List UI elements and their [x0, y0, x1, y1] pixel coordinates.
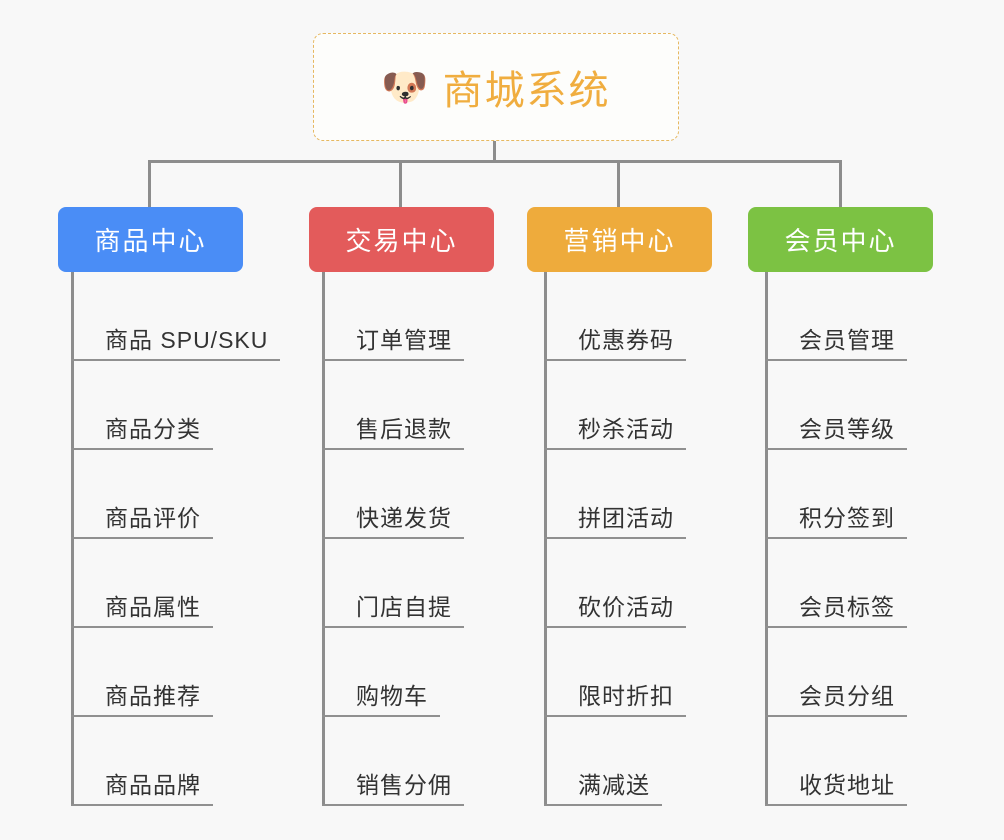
leaf-item[interactable]: 优惠券码 [544, 272, 686, 361]
leaf-item[interactable]: 秒杀活动 [544, 361, 686, 450]
leaf-item-underline [544, 448, 686, 450]
leaf-item[interactable]: 商品推荐 [71, 628, 213, 717]
leaf-item-label: 会员等级 [799, 416, 895, 442]
branch-label: 会员中心 [784, 226, 897, 256]
leaf-item-label: 商品 SPU/SKU [105, 327, 269, 353]
leaf-item-underline [322, 626, 464, 628]
leaf-item-label: 秒杀活动 [578, 416, 674, 442]
branch-node-marketing-center[interactable]: 营销中心 [527, 207, 712, 272]
leaf-item-label: 商品属性 [105, 594, 201, 620]
leaf-item[interactable]: 订单管理 [322, 272, 464, 361]
leaf-item-label: 限时折扣 [578, 683, 674, 709]
leaf-item-label: 拼团活动 [578, 505, 674, 531]
root-title: 商城系统 [442, 69, 611, 113]
leaf-item[interactable]: 商品属性 [71, 539, 213, 628]
leaf-item[interactable]: 收货地址 [765, 717, 907, 806]
column-spine [322, 272, 325, 806]
leaf-item-underline [71, 448, 213, 450]
branch-node-member-center[interactable]: 会员中心 [748, 207, 933, 272]
leaf-item[interactable]: 会员标签 [765, 539, 907, 628]
column-spine [765, 272, 768, 806]
leaf-item-underline [544, 626, 686, 628]
leaf-item-label: 会员标签 [799, 594, 895, 620]
leaf-item-underline [322, 715, 440, 717]
leaf-item-label: 订单管理 [356, 327, 452, 353]
connector-bus [148, 160, 842, 163]
root-node[interactable]: 🐶 商城系统 [313, 33, 679, 141]
leaf-item-underline [71, 715, 213, 717]
leaf-item-underline [765, 715, 907, 717]
leaf-item-label: 砍价活动 [578, 594, 674, 620]
leaf-item[interactable]: 售后退款 [322, 361, 464, 450]
leaf-item[interactable]: 限时折扣 [544, 628, 686, 717]
leaf-item-underline [322, 804, 464, 806]
branch-label: 营销中心 [563, 226, 676, 256]
leaf-item[interactable]: 积分签到 [765, 450, 907, 539]
leaf-item-label: 商品品牌 [105, 772, 201, 798]
leaf-item-label: 售后退款 [356, 416, 452, 442]
leaf-item[interactable]: 销售分佣 [322, 717, 464, 806]
leaf-item-underline [544, 537, 686, 539]
leaf-item-underline [544, 359, 686, 361]
connector-drop-1 [148, 160, 151, 207]
branch-label: 商品中心 [94, 226, 207, 256]
leaf-item-underline [765, 626, 907, 628]
column-spine [71, 272, 74, 806]
leaf-item[interactable]: 会员管理 [765, 272, 907, 361]
leaf-item-underline [765, 359, 907, 361]
leaf-item[interactable]: 满减送 [544, 717, 662, 806]
leaf-item[interactable]: 会员分组 [765, 628, 907, 717]
leaf-item[interactable]: 商品评价 [71, 450, 213, 539]
leaf-item-underline [765, 537, 907, 539]
leaf-item[interactable]: 拼团活动 [544, 450, 686, 539]
leaf-item-underline [71, 804, 213, 806]
leaf-item-label: 商品分类 [105, 416, 201, 442]
leaf-item-underline [544, 804, 662, 806]
connector-drop-2 [399, 160, 402, 207]
leaf-item-label: 会员管理 [799, 327, 895, 353]
leaf-item-label: 满减送 [578, 772, 650, 798]
leaf-item-underline [765, 804, 907, 806]
leaf-item-underline [322, 448, 464, 450]
leaf-item-label: 商品评价 [105, 505, 201, 531]
leaf-item[interactable]: 会员等级 [765, 361, 907, 450]
leaf-item[interactable]: 购物车 [322, 628, 440, 717]
branch-node-product-center[interactable]: 商品中心 [58, 207, 243, 272]
leaf-item-underline [322, 359, 464, 361]
leaf-item-underline [322, 537, 464, 539]
leaf-item-underline [544, 715, 686, 717]
leaf-item[interactable]: 砍价活动 [544, 539, 686, 628]
leaf-item-label: 门店自提 [356, 594, 452, 620]
leaf-item[interactable]: 商品品牌 [71, 717, 213, 806]
leaf-item-label: 优惠券码 [578, 327, 674, 353]
leaf-item-label: 收货地址 [799, 772, 895, 798]
leaf-item-underline [71, 359, 280, 361]
leaf-item-label: 购物车 [356, 683, 428, 709]
connector-drop-4 [839, 160, 842, 207]
leaf-item-underline [765, 448, 907, 450]
connector-root-stem [493, 141, 496, 162]
leaf-item[interactable]: 门店自提 [322, 539, 464, 628]
dog-face-icon: 🐶 [381, 67, 429, 109]
connector-drop-3 [617, 160, 620, 207]
branch-node-trade-center[interactable]: 交易中心 [309, 207, 494, 272]
leaf-item-underline [71, 626, 213, 628]
leaf-item-label: 积分签到 [799, 505, 895, 531]
branch-label: 交易中心 [345, 226, 458, 256]
leaf-item[interactable]: 快递发货 [322, 450, 464, 539]
leaf-item-label: 销售分佣 [356, 772, 452, 798]
leaf-item-label: 快递发货 [356, 505, 452, 531]
leaf-item-label: 会员分组 [799, 683, 895, 709]
leaf-item-label: 商品推荐 [105, 683, 201, 709]
leaf-item-underline [71, 537, 213, 539]
leaf-item[interactable]: 商品 SPU/SKU [71, 272, 280, 361]
column-spine [544, 272, 547, 806]
leaf-item[interactable]: 商品分类 [71, 361, 213, 450]
